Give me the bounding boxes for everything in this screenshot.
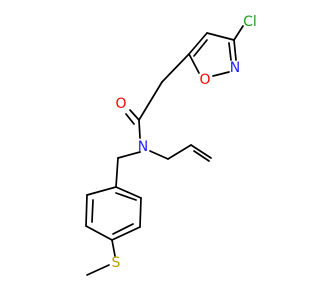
bond-carbonyl-o-1	[129, 109, 140, 121]
bond-ar-inner-2	[112, 223, 134, 235]
amide-nitrogen-label: N	[138, 139, 148, 155]
bond-n-ch2	[117, 151, 141, 159]
bond-ar-6	[115, 186, 142, 199]
molecule-canvas: Cl N O O N S	[85, 14, 257, 276]
bond-c5-cl	[233, 25, 244, 41]
bond-c4-c5	[206, 32, 235, 41]
bond-c3-c4	[188, 32, 208, 55]
bond-ar-s	[111, 239, 116, 257]
bond-ar-5	[139, 197, 142, 228]
bond-c3-c4-inner	[193, 39, 208, 57]
bonds	[85, 25, 244, 276]
bond-o-c3	[188, 53, 200, 74]
bond-n-o	[212, 71, 230, 77]
bond-ar-4	[111, 226, 141, 241]
carbonyl-oxygen-label: O	[115, 96, 126, 112]
structure-drawing: Cl N O O N S	[85, 14, 257, 276]
chlorine-label: Cl	[243, 14, 257, 30]
bond-ar-3	[85, 225, 113, 241]
sulfur-label: S	[112, 255, 121, 271]
bond-ch2-ring	[115, 157, 119, 188]
bond-ch2-ch2	[138, 81, 163, 121]
bond-ar-inner-1	[91, 199, 94, 223]
bond-s-me	[86, 264, 110, 276]
bond-allyl-ch	[167, 144, 192, 160]
bond-c-n	[138, 119, 141, 139]
ring-nitrogen-label: N	[230, 60, 240, 76]
bond-allyl-double-inner	[193, 150, 210, 162]
bond-n-allyl	[149, 150, 169, 160]
bond-ar-2	[85, 194, 88, 227]
ring-oxygen-label: O	[199, 72, 210, 88]
bond-c5-n	[233, 39, 237, 61]
atom-labels: Cl N O O N S	[112, 14, 257, 271]
bond-carbonyl-o-2	[125, 113, 135, 125]
bond-c5-n-double	[228, 42, 232, 61]
bond-ring-ch2	[161, 53, 190, 83]
bond-allyl-double	[190, 144, 212, 159]
bond-ar-inner-3	[115, 192, 137, 201]
bond-ar-1	[86, 186, 117, 196]
